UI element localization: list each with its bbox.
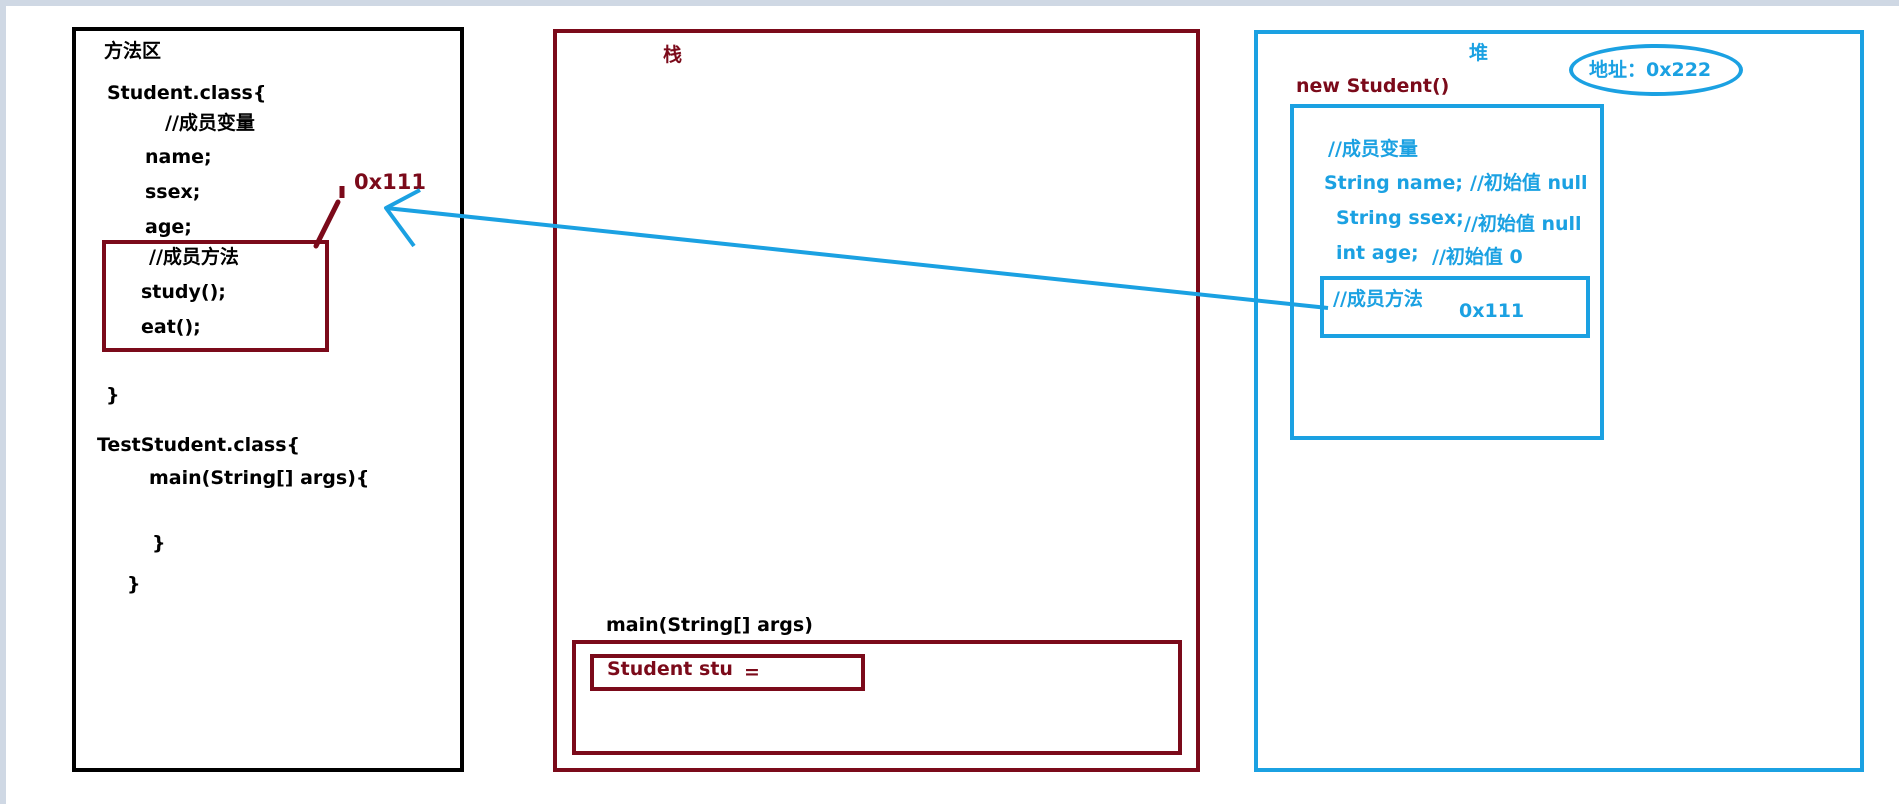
- method-address-label: 0x111: [354, 170, 426, 194]
- diagram-canvas: [6, 6, 1899, 804]
- heap-method-comment: //成员方法: [1333, 288, 1423, 310]
- main-close: }: [152, 532, 166, 554]
- method-study: study();: [141, 281, 226, 303]
- method-area-box: [72, 27, 464, 772]
- heap-title: 堆: [1469, 42, 1489, 64]
- heap-field-name-comment: //初始值 null: [1470, 172, 1588, 194]
- address-bubble: [1569, 44, 1743, 96]
- test-class-close: }: [127, 573, 141, 595]
- main-signature: main(String[] args){: [149, 467, 370, 489]
- method-area-title: 方法区: [104, 40, 162, 62]
- stu-variable: Student stu: [607, 658, 733, 680]
- heap-field-name: String name;: [1324, 172, 1464, 194]
- heap-field-ssex: String ssex;: [1336, 207, 1464, 229]
- field-comment: //成员变量: [165, 112, 255, 134]
- field-age: age;: [145, 216, 192, 238]
- method-box: [102, 240, 329, 352]
- main-frame-label: main(String[] args): [606, 614, 813, 636]
- stu-assign: =: [744, 661, 760, 683]
- stack-box: [553, 29, 1200, 772]
- student-class-close: }: [106, 384, 120, 406]
- method-eat: eat();: [141, 316, 201, 338]
- heap-field-age: int age;: [1336, 242, 1419, 264]
- student-class-header: Student.class{: [107, 82, 267, 104]
- address-bubble-text: 地址：0x222: [1589, 59, 1712, 81]
- heap-field-ssex-comment: //初始值 null: [1464, 213, 1582, 235]
- heap-field-comment: //成员变量: [1328, 138, 1418, 160]
- new-student-label: new Student(): [1296, 75, 1450, 97]
- field-ssex: ssex;: [145, 181, 201, 203]
- main-frame-box: [572, 640, 1182, 755]
- heap-box: [1254, 30, 1864, 772]
- stack-title: 栈: [663, 44, 683, 66]
- stu-variable-box: [590, 654, 865, 691]
- test-class-header: TestStudent.class{: [97, 434, 301, 456]
- field-name: name;: [145, 146, 212, 168]
- method-comment: //成员方法: [149, 246, 239, 268]
- heap-method-ref: 0x111: [1459, 300, 1525, 322]
- heap-field-age-comment: //初始值 0: [1432, 246, 1523, 268]
